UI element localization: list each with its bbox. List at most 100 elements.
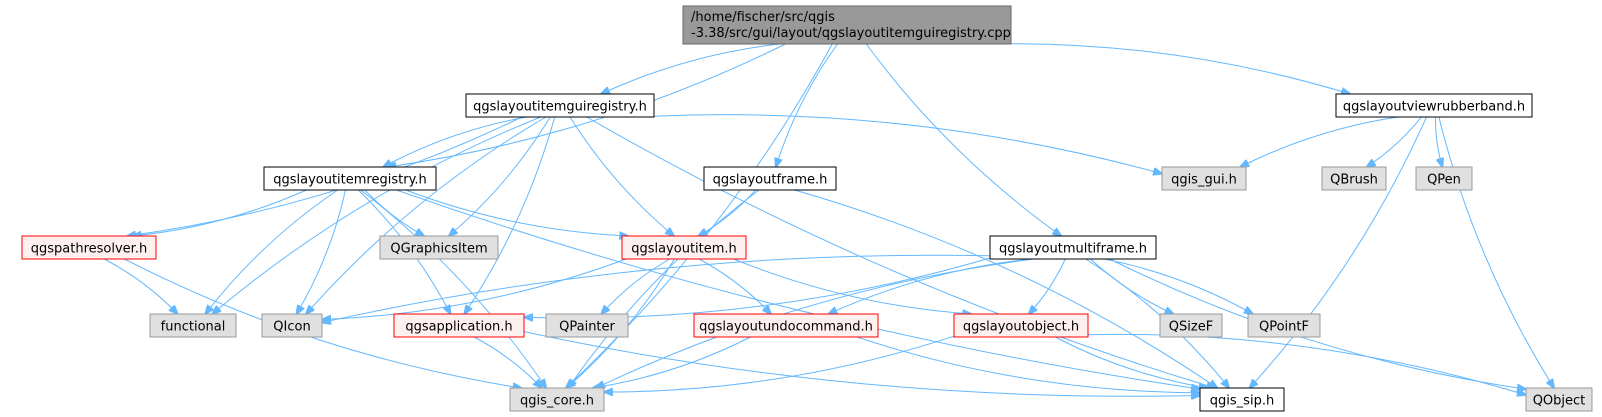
edge-itemguiregistry-to-item — [569, 116, 674, 236]
edge-multiframe-to-qobject — [1109, 258, 1526, 389]
nodes-layer: /home/fischer/src/qgis-3.38/src/gui/layo… — [21, 5, 1593, 412]
node-label-frame: qgslayoutframe.h — [713, 173, 828, 188]
node-root[interactable]: /home/fischer/src/qgis-3.38/src/gui/layo… — [682, 5, 1012, 45]
edge-item-to-qicon — [322, 258, 627, 320]
node-label-qpen: QPen — [1427, 173, 1461, 188]
node-item[interactable]: qgslayoutitem.h — [621, 235, 747, 260]
edge-multiframe-to-qpointf — [1104, 258, 1253, 314]
edge-viewrubberband-to-qbrush — [1367, 116, 1422, 167]
node-box-core — [509, 387, 605, 412]
node-qpainter[interactable]: QPainter — [545, 313, 629, 338]
node-label-undocommand: qgslayoutundocommand.h — [699, 320, 873, 335]
node-label-qobject: QObject — [1533, 394, 1586, 409]
node-qsizef[interactable]: QSizeF — [1159, 313, 1223, 338]
node-multiframe[interactable]: qgslayoutmultiframe.h — [989, 235, 1157, 260]
node-viewrubberband[interactable]: qgslayoutviewrubberband.h — [1335, 93, 1533, 118]
node-qpointf[interactable]: QPointF — [1247, 313, 1321, 338]
node-box-pathresolver — [21, 235, 157, 260]
node-label-itemregistry: qgslayoutitemregistry.h — [273, 173, 427, 188]
node-qpen[interactable]: QPen — [1415, 166, 1473, 191]
node-qbrush[interactable]: QBrush — [1321, 166, 1387, 191]
node-box-qobject — [1525, 387, 1593, 412]
node-label-itemguiregistry: qgslayoutitemguiregistry.h — [473, 100, 647, 115]
edge-multiframe-to-core — [596, 258, 1035, 388]
edge-object-to-sip — [1055, 336, 1207, 388]
node-box-item — [621, 235, 747, 260]
edge-root-to-multiframe — [865, 43, 1061, 236]
node-box-qpainter — [545, 313, 629, 338]
edge-undocommand-to-sip — [856, 336, 1200, 393]
node-itemguiregistry[interactable]: qgslayoutitemguiregistry.h — [465, 93, 655, 118]
node-gui[interactable]: qgis_gui.h — [1161, 166, 1247, 191]
edge-itemguiregistry-to-functional — [212, 116, 541, 314]
node-box-application — [393, 313, 525, 338]
edge-itemregistry-to-qicon — [297, 189, 346, 314]
node-itemregistry[interactable]: qgslayoutitemregistry.h — [263, 166, 437, 191]
node-box-qbrush — [1321, 166, 1387, 191]
edge-root-to-itemguiregistry — [601, 43, 780, 94]
edge-itemguiregistry-to-itemregistry — [383, 116, 527, 167]
node-undocommand[interactable]: qgslayoutundocommand.h — [693, 313, 879, 338]
edge-multiframe-to-qsizef — [1090, 258, 1173, 314]
edge-application-to-core — [473, 336, 542, 388]
node-functional[interactable]: functional — [149, 313, 237, 338]
edge-item-to-undocommand — [698, 258, 771, 314]
edge-object-to-qobject — [1087, 333, 1526, 395]
node-box-viewrubberband — [1335, 93, 1533, 118]
node-box-qicon — [261, 313, 323, 338]
node-qicon[interactable]: QIcon — [261, 313, 323, 338]
node-box-qpen — [1415, 166, 1473, 191]
node-qobject[interactable]: QObject — [1525, 387, 1593, 412]
edge-frame-to-item — [698, 189, 757, 236]
node-box-gui — [1161, 166, 1247, 191]
edge-itemregistry-to-pathresolver — [133, 189, 307, 236]
node-label-qbrush: QBrush — [1330, 173, 1378, 188]
edge-viewrubberband-to-qobject — [1438, 116, 1554, 388]
node-box-qgraphicsitem — [379, 235, 499, 260]
node-label-qpainter: QPainter — [559, 320, 615, 335]
node-frame[interactable]: qgslayoutframe.h — [703, 166, 837, 191]
edge-itemregistry-to-item — [405, 189, 629, 236]
node-box-sip — [1199, 387, 1285, 412]
node-label-pathresolver: qgspathresolver.h — [31, 242, 147, 257]
node-box-qpointf — [1247, 313, 1321, 338]
edge-itemregistry-to-core — [360, 189, 546, 388]
node-label-functional: functional — [161, 320, 226, 335]
node-application[interactable]: qgsapplication.h — [393, 313, 525, 338]
node-label-item: qgslayoutitem.h — [631, 242, 737, 257]
node-box-multiframe — [989, 235, 1157, 260]
node-qgraphicsitem[interactable]: QGraphicsItem — [379, 235, 499, 260]
node-label-viewrubberband: qgslayoutviewrubberband.h — [1343, 100, 1525, 115]
edge-itemguiregistry-to-qgraphicsitem — [449, 116, 551, 236]
edges-layer — [104, 43, 1554, 397]
edge-pathresolver-to-functional — [104, 258, 177, 314]
edge-itemguiregistry-to-gui — [653, 114, 1162, 174]
node-pathresolver[interactable]: qgspathresolver.h — [21, 235, 157, 260]
edge-viewrubberband-to-gui — [1240, 116, 1398, 167]
edge-object-to-core — [604, 335, 955, 392]
edge-item-to-object — [733, 258, 972, 314]
node-label-sip: qgis_sip.h — [1210, 394, 1274, 409]
edge-root-to-frame — [776, 43, 838, 167]
node-box-itemguiregistry — [465, 93, 655, 118]
edge-itemguiregistry-to-qicon — [306, 116, 547, 314]
node-label-qicon: QIcon — [273, 320, 310, 335]
node-box-functional — [149, 313, 237, 338]
edge-itemguiregistry-to-application — [464, 116, 556, 314]
node-box-undocommand — [693, 313, 879, 338]
edge-root-to-itemregistry — [387, 43, 786, 167]
edge-viewrubberband-to-qpen — [1435, 116, 1443, 167]
edge-application-to-sip — [523, 331, 1200, 397]
edge-pathresolver-to-core — [124, 258, 521, 388]
node-object[interactable]: qgslayoutobject.h — [953, 313, 1089, 338]
node-label-root: -3.38/src/gui/layout/qgslayoutitemguireg… — [691, 26, 1011, 41]
edge-itemguiregistry-to-pathresolver — [127, 116, 523, 236]
node-label-qsizef: QSizeF — [1169, 320, 1213, 335]
node-box-root — [682, 5, 1012, 45]
edge-itemregistry-to-functional — [205, 189, 338, 314]
node-sip[interactable]: qgis_sip.h — [1199, 387, 1285, 412]
node-core[interactable]: qgis_core.h — [509, 387, 605, 412]
node-label-core: qgis_core.h — [520, 394, 594, 409]
